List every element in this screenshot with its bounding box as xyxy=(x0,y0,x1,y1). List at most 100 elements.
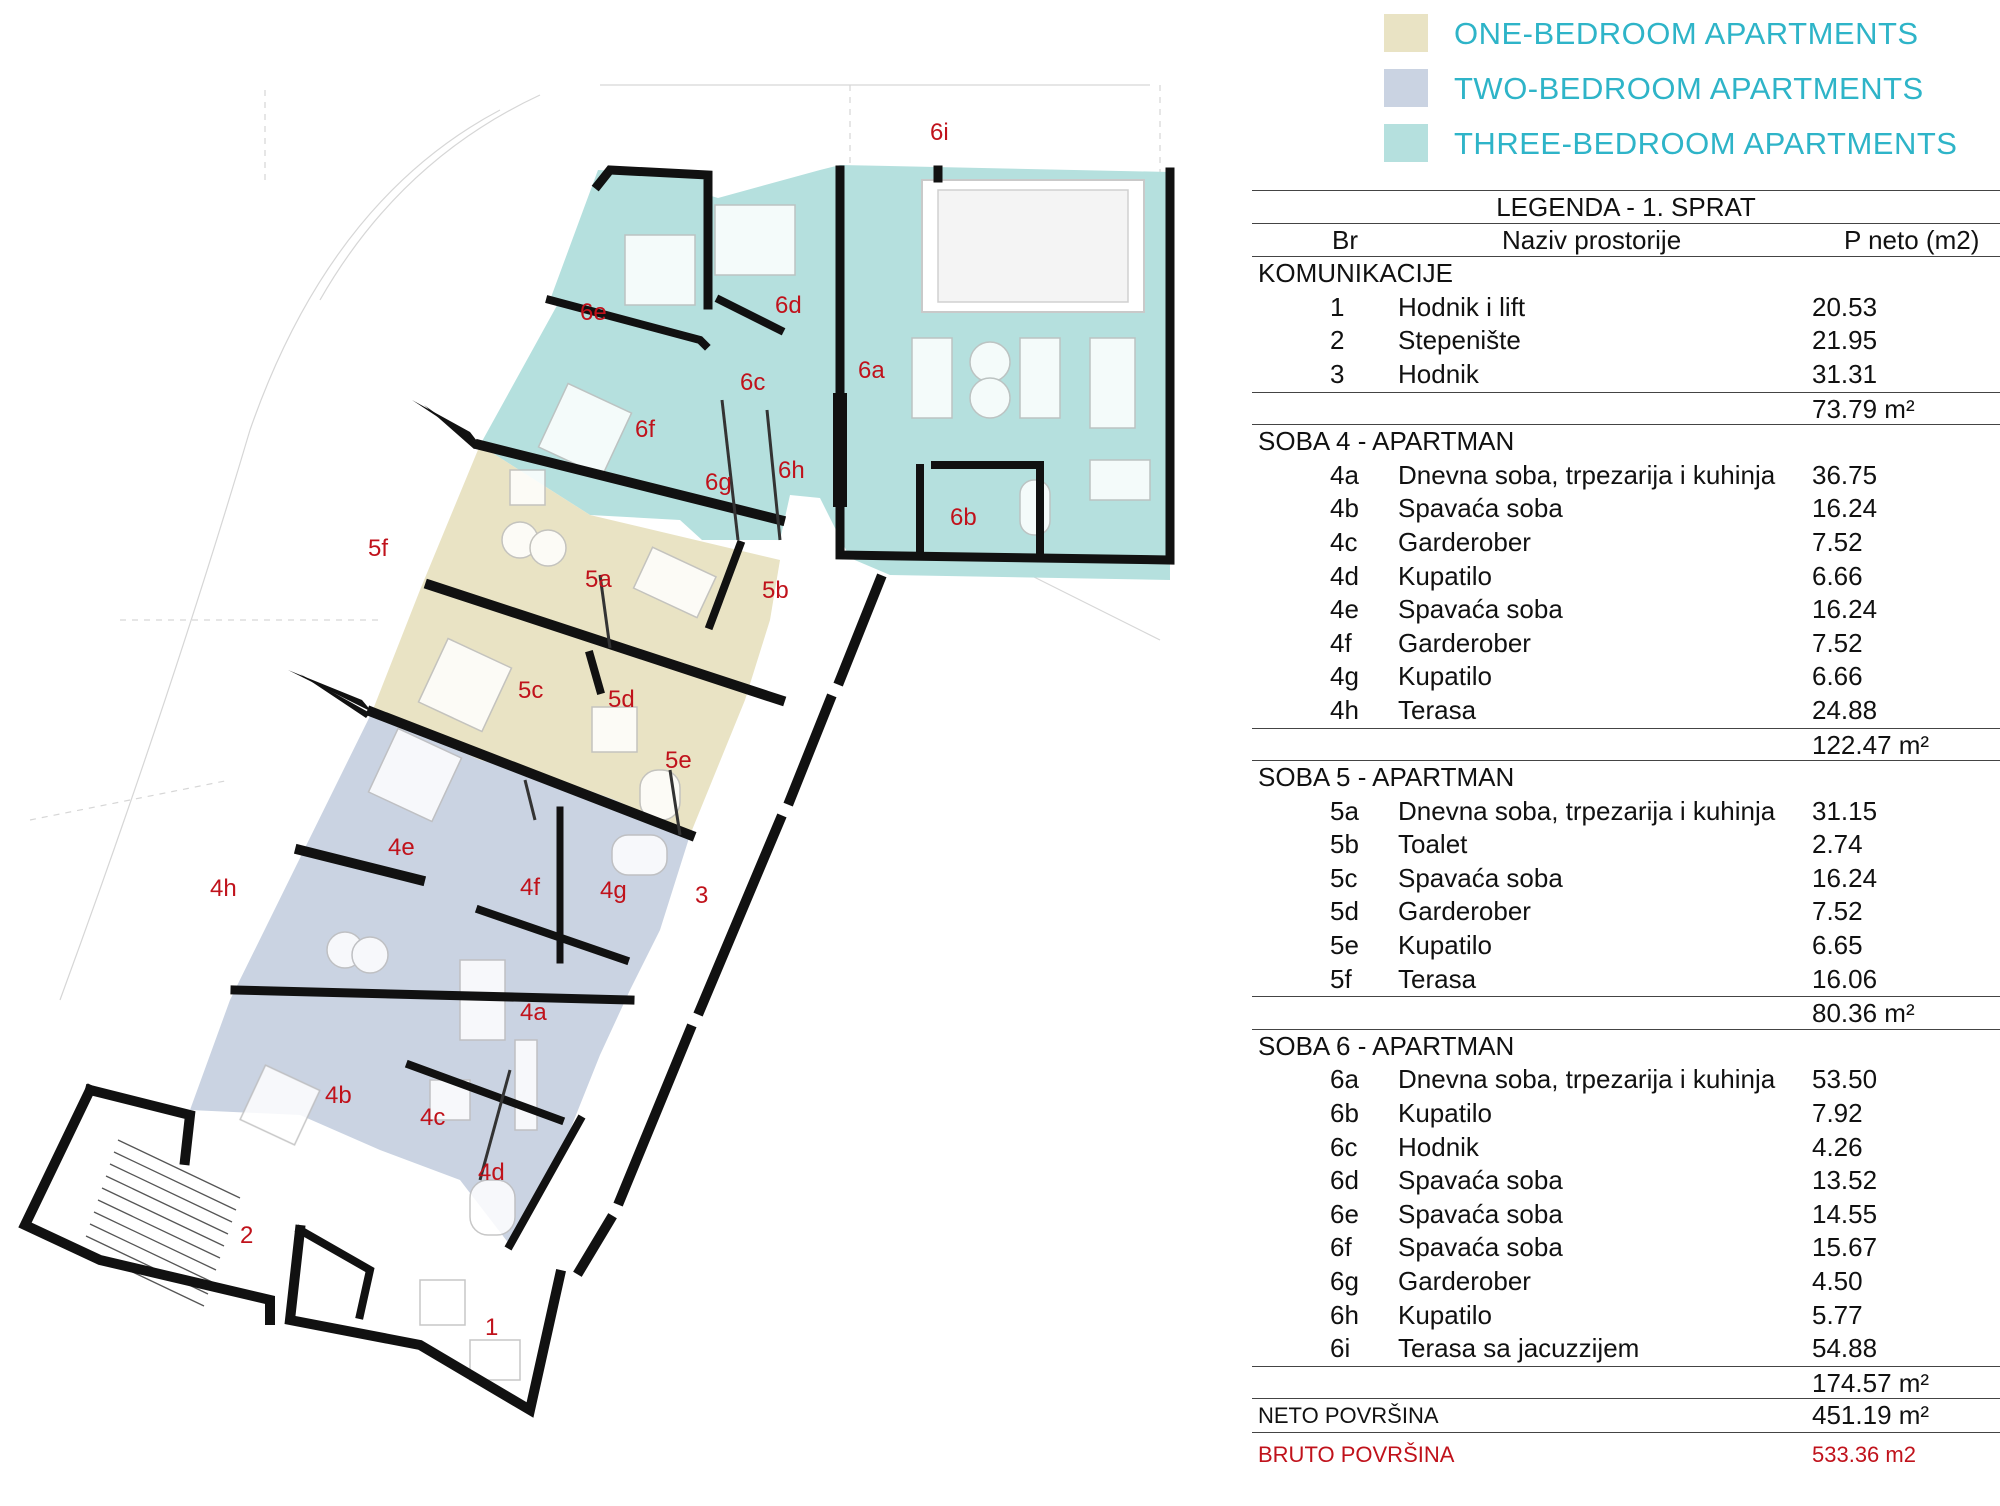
room-name: Garderober xyxy=(1398,627,1531,658)
room-code: 6f xyxy=(1330,1232,1352,1263)
room-area: 16.24 xyxy=(1812,594,1878,625)
table-header-row: Br Naziv prostorije P neto (m2) xyxy=(1252,224,2000,258)
bruto-label: BRUTO POVRŠINA xyxy=(1258,1441,1455,1467)
room-label-5c: 5c xyxy=(518,677,543,704)
room-code: 6a xyxy=(1330,1064,1359,1095)
room-code: 4b xyxy=(1330,493,1359,524)
room-name: Stepenište xyxy=(1398,325,1521,356)
room-code: 5e xyxy=(1330,930,1359,961)
room-name: Terasa sa jacuzzijem xyxy=(1398,1333,1640,1364)
room-code: 3 xyxy=(1330,358,1345,389)
table-row: 5f Terasa 16.06 xyxy=(1252,963,2000,997)
legend-item-one-bedroom: ONE-BEDROOM APARTMENTS xyxy=(1384,14,1984,56)
room-area: 16.24 xyxy=(1812,862,1878,893)
room-label-4a: 4a xyxy=(520,999,547,1026)
room-area: 4.50 xyxy=(1812,1266,1863,1296)
section-header-row: KOMUNIKACIJE xyxy=(1252,257,2000,291)
floor-plan: 6i 6e 6d 6a 6c 6f 6h 6g 6b 5f 5a 5b 5c 5… xyxy=(18,84,1175,1418)
legend-swatch-one-bedroom xyxy=(1384,14,1428,52)
room-code: 5b xyxy=(1330,829,1359,860)
table-title: LEGENDA - 1. SPRAT xyxy=(1496,192,1756,222)
room-area: 16.24 xyxy=(1812,493,1878,524)
walls xyxy=(18,165,1175,1418)
room-area: 13.52 xyxy=(1812,1165,1878,1196)
room-name: Spavaća soba xyxy=(1398,594,1563,625)
room-label-4b: 4b xyxy=(325,1082,352,1109)
apartment-4-fill xyxy=(190,712,690,1245)
room-code: 6e xyxy=(1330,1198,1359,1229)
room-area: 16.06 xyxy=(1812,963,1878,994)
room-label-5e: 5e xyxy=(665,747,692,774)
section-total: 80.36 m² xyxy=(1812,998,1915,1029)
header-pneto: P neto (m2) xyxy=(1844,224,1980,255)
room-area: 54.88 xyxy=(1812,1333,1878,1364)
legend-item-two-bedroom: TWO-BEDROOM APARTMENTS xyxy=(1384,69,1984,111)
room-code: 4e xyxy=(1330,594,1359,625)
room-name: Hodnik xyxy=(1398,358,1479,389)
room-label-6d: 6d xyxy=(775,292,802,319)
header-br: Br xyxy=(1332,224,1358,255)
section-header-row: SOBA 6 - APARTMAN xyxy=(1252,1030,2000,1064)
room-name: Terasa xyxy=(1398,963,1477,994)
section-total: 122.47 m² xyxy=(1812,729,1930,760)
section-name: SOBA 6 - APARTMAN xyxy=(1258,1030,1515,1061)
room-area: 21.95 xyxy=(1812,325,1878,356)
room-code: 5d xyxy=(1330,896,1359,927)
room-label-2: 2 xyxy=(240,1222,253,1249)
room-name: Garderober xyxy=(1398,526,1531,557)
room-label-4g: 4g xyxy=(600,877,627,904)
room-label-6h: 6h xyxy=(778,457,805,484)
room-label-6f: 6f xyxy=(635,416,655,443)
room-code: 4a xyxy=(1330,459,1359,490)
apartment-5-fill xyxy=(372,445,780,835)
legend-label-three-bedroom: THREE-BEDROOM APARTMENTS xyxy=(1454,126,1958,161)
furniture xyxy=(239,204,1151,1381)
neto-row: NETO POVRŠINA 451.19 m² xyxy=(1252,1399,2000,1433)
bruto-row: BRUTO POVRŠINA 533.36 m2 xyxy=(1252,1433,2000,1477)
room-labels: 6i 6e 6d 6a 6c 6f 6h 6g 6b 5f 5a 5b 5c 5… xyxy=(210,119,977,1341)
section-name: SOBA 5 - APARTMAN xyxy=(1258,762,1515,793)
room-area: 31.31 xyxy=(1812,358,1878,389)
section-header-row: SOBA 4 - APARTMAN xyxy=(1252,425,2000,459)
room-label-6c: 6c xyxy=(740,369,765,396)
room-label-6i: 6i xyxy=(930,119,949,146)
room-name: Kupatilo xyxy=(1398,661,1492,692)
room-name: Garderober xyxy=(1398,1266,1531,1296)
room-name: Kupatilo xyxy=(1398,1299,1492,1330)
room-name: Toalet xyxy=(1398,829,1468,860)
section-header-row: SOBA 5 - APARTMAN xyxy=(1252,761,2000,795)
room-area: 24.88 xyxy=(1812,694,1878,725)
room-code: 4c xyxy=(1330,526,1358,557)
room-label-4h: 4h xyxy=(210,875,237,902)
room-name: Terasa xyxy=(1398,694,1477,725)
room-code: 5a xyxy=(1330,795,1359,826)
room-name: Kupatilo xyxy=(1398,930,1492,961)
room-area: 14.55 xyxy=(1812,1198,1878,1229)
room-label-4d: 4d xyxy=(478,1159,505,1186)
room-name: Kupatilo xyxy=(1398,560,1492,591)
section-total: 73.79 m² xyxy=(1812,393,1915,424)
room-code: 5f xyxy=(1330,963,1352,994)
room-name: Dnevna soba, trpezarija i kuhinja xyxy=(1398,795,1776,826)
room-area: 6.66 xyxy=(1812,560,1863,591)
section-total-row: 122.47 m² xyxy=(1252,727,2000,762)
room-name: Kupatilo xyxy=(1398,1098,1492,1129)
room-area: 20.53 xyxy=(1812,291,1878,322)
room-label-6a: 6a xyxy=(858,357,885,384)
room-area: 4.26 xyxy=(1812,1131,1863,1162)
table-row: 4e Spavaća soba 16.24 xyxy=(1252,593,2000,627)
room-code: 1 xyxy=(1330,291,1345,322)
